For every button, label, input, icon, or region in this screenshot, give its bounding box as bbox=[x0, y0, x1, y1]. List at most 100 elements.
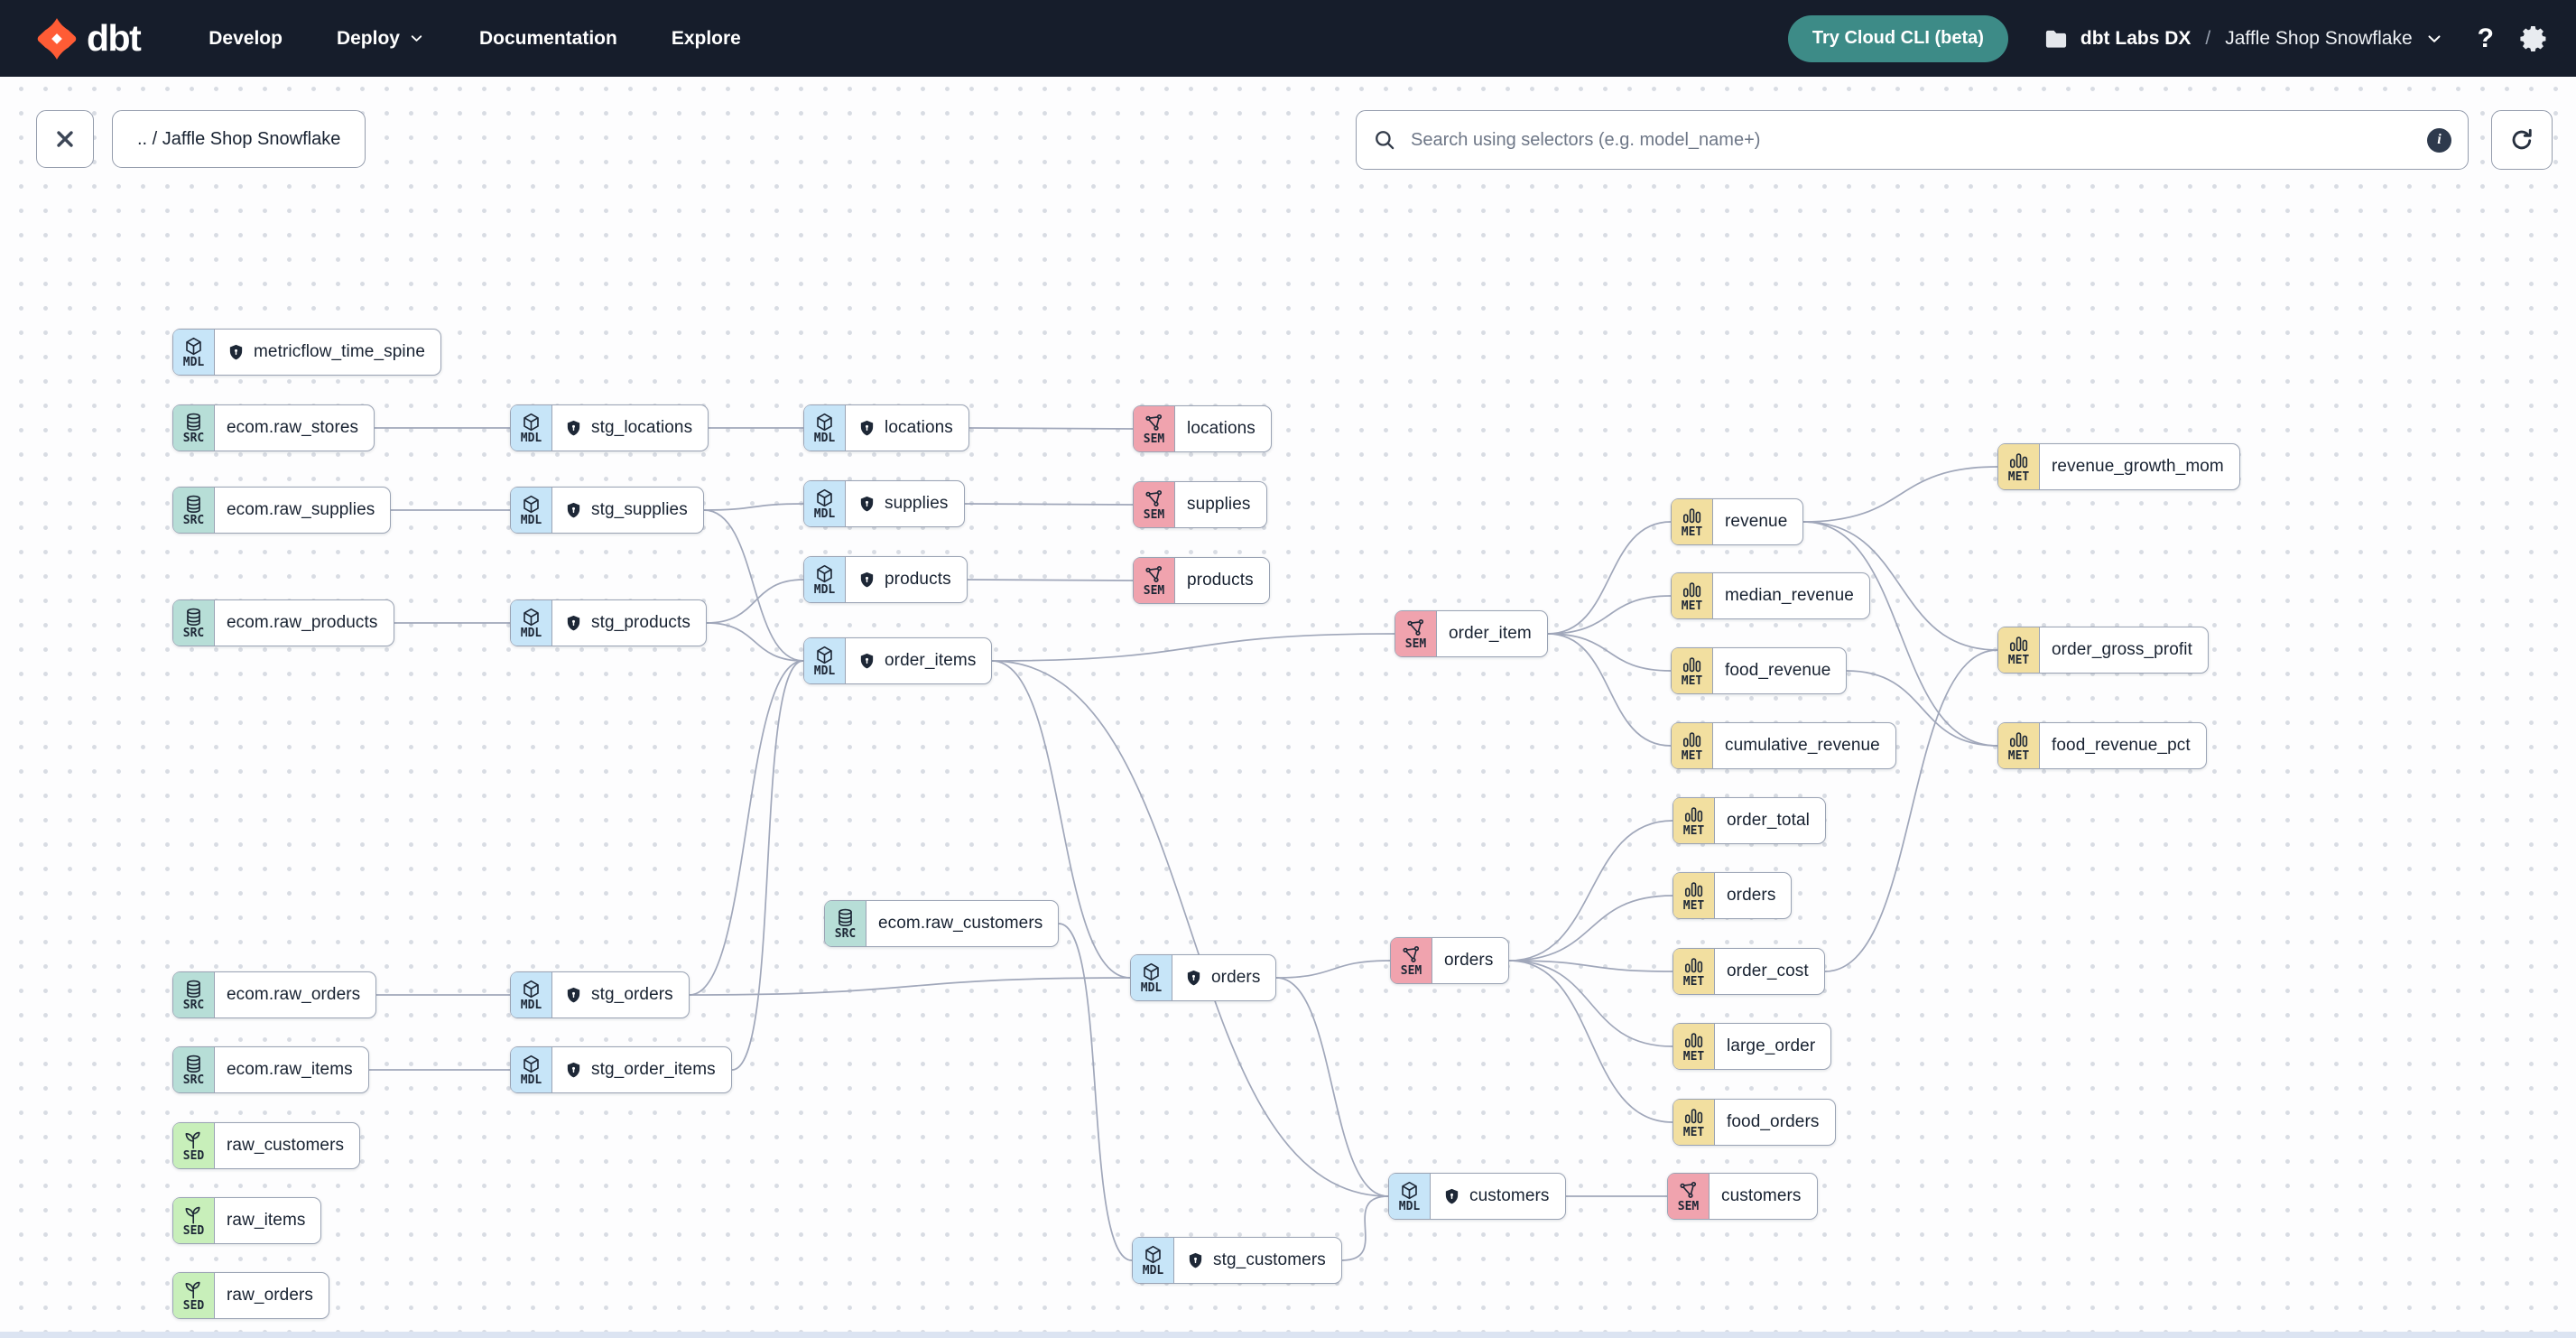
node-type-label: SED bbox=[182, 1223, 205, 1238]
close-lineage-button[interactable] bbox=[36, 110, 94, 168]
seed-icon bbox=[183, 1129, 204, 1150]
try-cloud-cli-button[interactable]: Try Cloud CLI (beta) bbox=[1787, 14, 2008, 62]
node-type-label: SRC bbox=[182, 998, 205, 1012]
lineage-breadcrumb[interactable]: .. / Jaffle Shop Snowflake bbox=[112, 110, 366, 168]
mdl-type-badge: MDL bbox=[804, 638, 846, 683]
dbt-logo[interactable]: dbt bbox=[34, 16, 142, 61]
node-label: metricflow_time_spine bbox=[254, 342, 426, 361]
edge-stg_products-to-products bbox=[706, 579, 804, 624]
node-type-label: MDL bbox=[182, 355, 205, 369]
model-icon bbox=[521, 607, 542, 627]
node-label: ecom.raw_products bbox=[227, 613, 378, 632]
chevron-down-icon bbox=[2424, 29, 2444, 49]
node-type-label: SRC bbox=[182, 513, 205, 527]
navbar-item-develop[interactable]: Develop bbox=[208, 28, 283, 50]
node-sed_raw_items[interactable]: SED raw_items bbox=[172, 1197, 322, 1244]
settings-gear-icon[interactable] bbox=[2518, 23, 2549, 54]
node-type-label: MET bbox=[1682, 898, 1705, 913]
selector-search: i bbox=[1356, 110, 2469, 170]
navbar-right: Try Cloud CLI (beta) dbt Labs DX / Jaffl… bbox=[1787, 14, 2549, 62]
edge-stg_orders-to-order_items bbox=[689, 660, 804, 996]
navbar-item-explore[interactable]: Explore bbox=[672, 28, 741, 50]
shield-icon bbox=[564, 419, 583, 438]
shield-icon bbox=[227, 343, 246, 362]
project-breadcrumb[interactable]: dbt Labs DX / Jaffle Shop Snowflake bbox=[2043, 26, 2444, 51]
semantic-model-icon bbox=[1144, 564, 1164, 585]
node-body: stg_order_items bbox=[552, 1047, 731, 1092]
semantic-model-icon bbox=[1405, 618, 1426, 638]
node-label: orders bbox=[1727, 886, 1776, 905]
node-body: large_order bbox=[1715, 1024, 1830, 1069]
mdl-type-badge: MDL bbox=[1133, 1238, 1174, 1283]
refresh-lineage-button[interactable] bbox=[2491, 110, 2553, 170]
metric-icon bbox=[1683, 804, 1704, 825]
metric-icon bbox=[2008, 451, 2029, 471]
node-met_orders[interactable]: MET orders bbox=[1673, 872, 1793, 919]
node-label: food_revenue_pct bbox=[2052, 736, 2191, 755]
edge-sem_order_item-to-met_cumulative_revenue bbox=[1547, 633, 1672, 747]
mdl-type-badge: MDL bbox=[804, 557, 846, 602]
node-type-label: MDL bbox=[813, 664, 836, 678]
info-icon[interactable]: i bbox=[2427, 127, 2451, 153]
selector-search-input[interactable] bbox=[1409, 128, 2415, 152]
node-type-label: SED bbox=[182, 1298, 205, 1313]
node-met_median_revenue[interactable]: MET median_revenue bbox=[1671, 572, 1870, 619]
node-type-label: SRC bbox=[182, 431, 205, 445]
node-body: ecom.raw_products bbox=[215, 600, 394, 646]
node-label: food_revenue bbox=[1725, 661, 1831, 680]
node-metricflow_time_spine[interactable]: MDL metricflow_time_spine bbox=[172, 329, 442, 376]
node-body: raw_items bbox=[215, 1198, 320, 1243]
met-type-badge: MET bbox=[1672, 573, 1713, 618]
node-label: order_item bbox=[1449, 624, 1532, 643]
node-body: ecom.raw_items bbox=[215, 1047, 368, 1092]
node-body: stg_locations bbox=[552, 405, 708, 451]
edge-supplies-to-sem_supplies bbox=[964, 503, 1134, 506]
mdl-type-badge: MDL bbox=[1131, 955, 1172, 1000]
help-icon[interactable]: ? bbox=[2477, 23, 2494, 53]
node-label: median_revenue bbox=[1725, 586, 1854, 605]
node-body: products bbox=[846, 557, 967, 602]
navbar-item-documentation[interactable]: Documentation bbox=[479, 28, 617, 50]
metric-icon bbox=[1683, 1030, 1704, 1051]
metric-icon bbox=[2008, 729, 2029, 750]
source-icon bbox=[183, 979, 204, 999]
navbar-item-deploy[interactable]: Deploy bbox=[337, 28, 425, 50]
